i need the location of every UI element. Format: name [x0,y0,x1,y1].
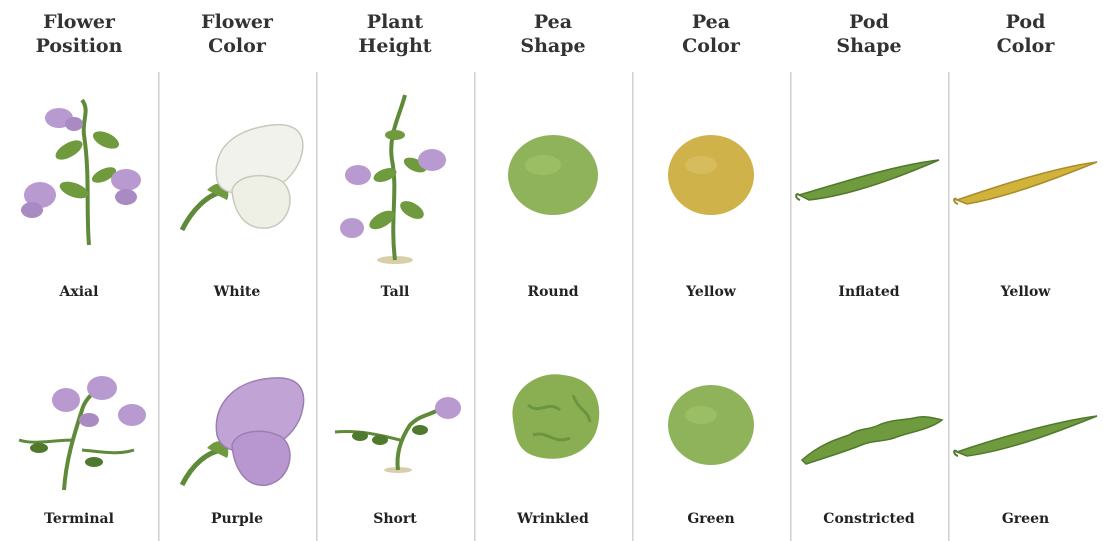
trait-label-green-pea: Green [632,511,790,527]
green-pod-icon [952,340,1102,500]
trait-label-wrinkled: Wrinkled [474,511,632,527]
column-title: Flower Position [0,10,158,58]
trait-label-green-pod: Green [948,511,1103,527]
column-pod-shape: Pod Shape Inflated Constricted [790,0,948,541]
inflated-pod-icon [794,80,944,250]
terminal-flower-plant-icon [4,340,154,500]
column-pod-color: Pod Color Yellow Green [948,0,1103,541]
trait-label-constricted: Constricted [790,511,948,527]
green-pea-icon [636,340,786,500]
trait-label-tall: Tall [316,284,474,300]
trait-label-yellow-pea: Yellow [632,284,790,300]
white-flower-icon [162,80,312,250]
column-plant-height: Plant Height Tall Short [316,0,474,541]
short-plant-icon [320,340,470,500]
trait-label-short: Short [316,511,474,527]
column-title: Plant Height [316,10,474,58]
trait-label-round: Round [474,284,632,300]
axial-flower-plant-icon [4,80,154,250]
column-title: Pea Color [632,10,790,58]
trait-label-yellow-pod: Yellow [948,284,1103,300]
wrinkled-pea-icon [478,340,628,500]
trait-label-inflated: Inflated [790,284,948,300]
constricted-pod-icon [794,340,944,500]
column-title: Flower Color [158,10,316,58]
trait-label-white: White [158,284,316,300]
column-pea-color: Pea Color Yellow Green [632,0,790,541]
column-flower-position: Flower Position Axial Terminal [0,0,158,541]
yellow-pea-icon [636,80,786,250]
trait-label-axial: Axial [0,284,158,300]
column-title: Pod Color [948,10,1103,58]
column-title: Pod Shape [790,10,948,58]
yellow-pod-icon [952,80,1102,250]
purple-flower-icon [162,340,312,500]
column-title: Pea Shape [474,10,632,58]
column-flower-color: Flower Color White Purple [158,0,316,541]
round-pea-icon [478,80,628,250]
trait-label-purple: Purple [158,511,316,527]
tall-plant-icon [320,80,470,270]
column-pea-shape: Pea Shape Round Wrinkled [474,0,632,541]
trait-label-terminal: Terminal [0,511,158,527]
